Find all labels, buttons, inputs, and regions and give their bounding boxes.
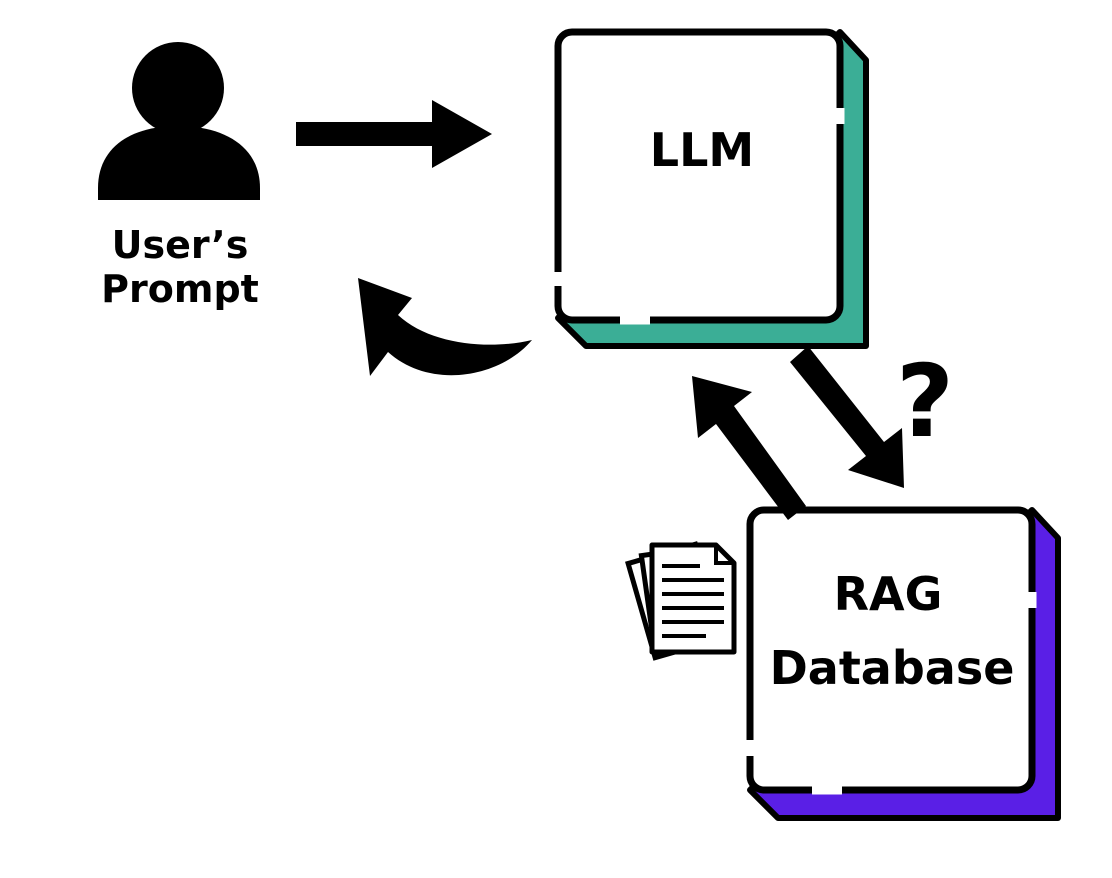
llm-box-face xyxy=(554,28,844,324)
rag-box xyxy=(745,506,1061,821)
user-label-line1: User’s xyxy=(112,223,249,267)
retrieval-arrow xyxy=(692,376,806,520)
llm-box xyxy=(553,28,869,349)
llm-label: LLM xyxy=(650,123,754,177)
prompt-arrow xyxy=(296,100,492,168)
rag-label-line2: Database xyxy=(770,641,1015,695)
user-silhouette-icon xyxy=(98,42,260,200)
rag-label-line1: RAG xyxy=(834,567,943,621)
query-arrow xyxy=(790,346,904,488)
documents-icon xyxy=(625,541,737,661)
user-label-line2: Prompt xyxy=(101,267,259,311)
query-question-mark: ? xyxy=(896,343,954,460)
response-arrow xyxy=(358,278,532,376)
rag-box-face xyxy=(746,506,1036,794)
